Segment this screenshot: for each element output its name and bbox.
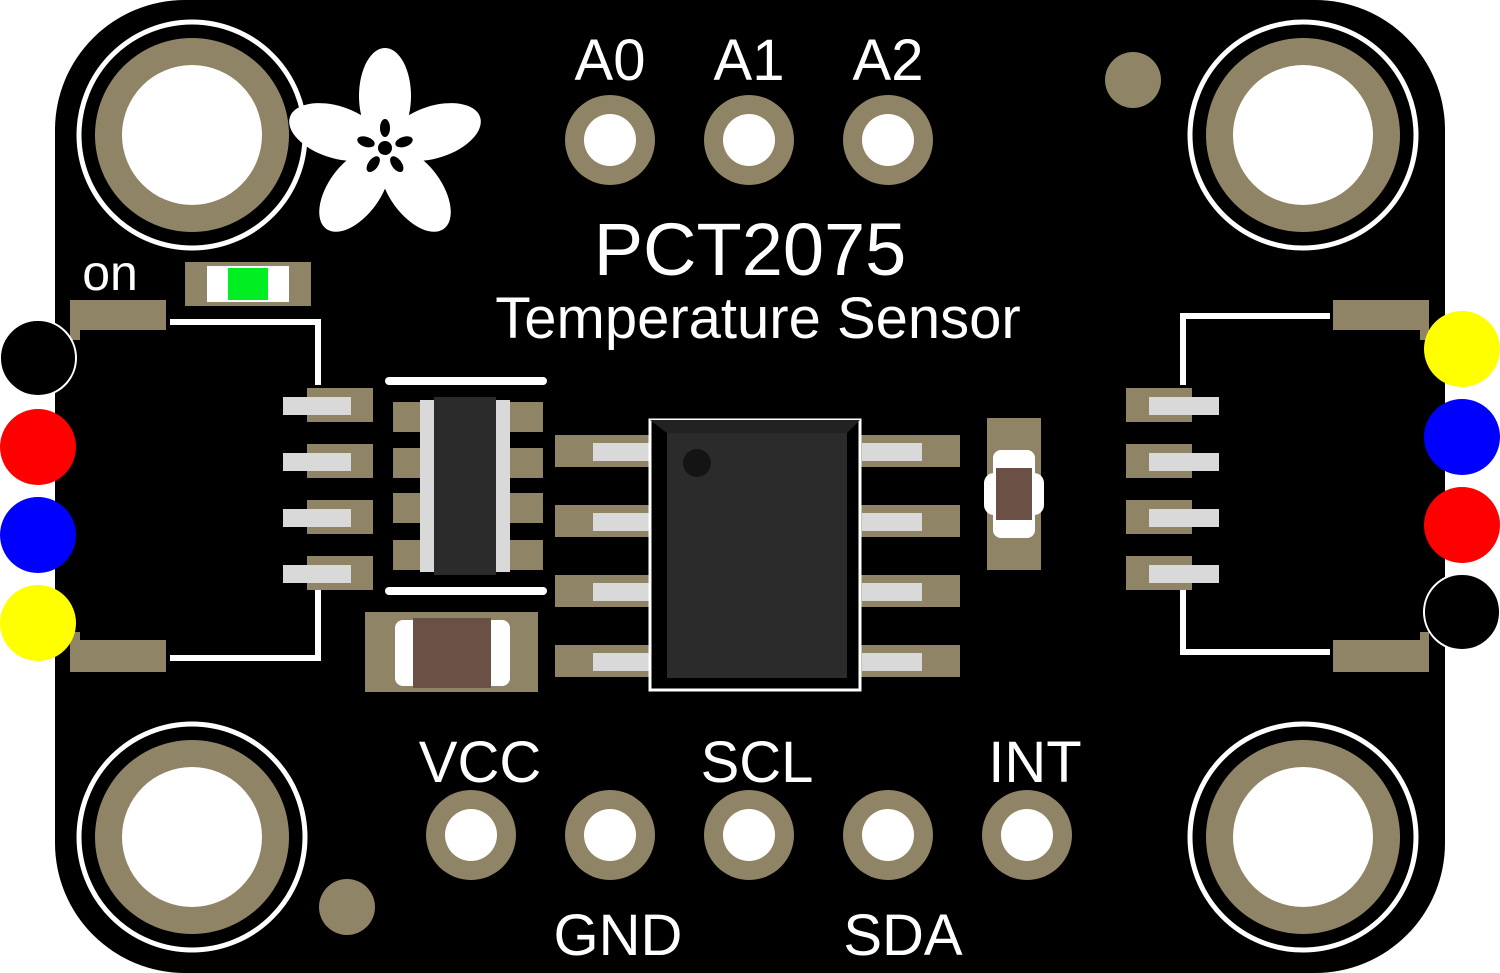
header-pad-int <box>982 790 1072 880</box>
header-pad-scl <box>704 790 794 880</box>
adafruit-flower-icon <box>289 48 481 232</box>
pin-label-gnd: GND <box>554 903 683 968</box>
wire-red-right <box>1424 487 1500 563</box>
main-ic-pct2075 <box>555 418 960 692</box>
board-subtitle: Temperature Sensor <box>495 286 1020 351</box>
address-label-a1: A1 <box>714 28 785 93</box>
mounting-hole-top-left <box>76 19 308 251</box>
power-led <box>185 262 311 306</box>
address-pad-a0 <box>565 95 655 185</box>
power-led-label: on <box>82 245 138 301</box>
address-label-a0: A0 <box>575 28 646 93</box>
header-pad-vcc <box>426 790 516 880</box>
address-pad-a1 <box>704 95 794 185</box>
wire-black-left <box>0 319 77 397</box>
fiducial-top-right <box>1105 52 1161 108</box>
wire-black-right <box>1423 573 1500 651</box>
wire-yellow-left <box>0 585 76 661</box>
wire-blue-left <box>0 497 76 573</box>
fiducial-bottom-left <box>319 879 375 935</box>
pin-label-sda: SDA <box>843 903 963 968</box>
wire-blue-right <box>1424 399 1500 475</box>
pin-label-vcc: VCC <box>419 730 541 795</box>
address-label-a2: A2 <box>853 28 924 93</box>
mounting-hole-top-right <box>1187 19 1419 251</box>
wire-yellow-right <box>1424 311 1500 387</box>
capacitor-bottom <box>365 612 538 692</box>
stemma-connector-left <box>70 300 373 672</box>
wire-ends-right <box>1423 311 1500 651</box>
capacitor-right <box>984 418 1044 570</box>
stemma-connector-right <box>1126 300 1429 672</box>
wire-ends-left <box>0 319 77 661</box>
mounting-hole-bottom-left <box>76 721 308 953</box>
pin-label-int: INT <box>988 730 1081 795</box>
wire-red-left <box>0 409 76 485</box>
header-pad-sda <box>843 790 933 880</box>
pin-label-scl: SCL <box>701 730 814 795</box>
mounting-hole-bottom-right <box>1187 721 1419 953</box>
small-ic <box>385 377 547 595</box>
header-pad-gnd <box>565 790 655 880</box>
address-pad-a2 <box>843 95 933 185</box>
board-title: PCT2075 <box>594 208 907 291</box>
